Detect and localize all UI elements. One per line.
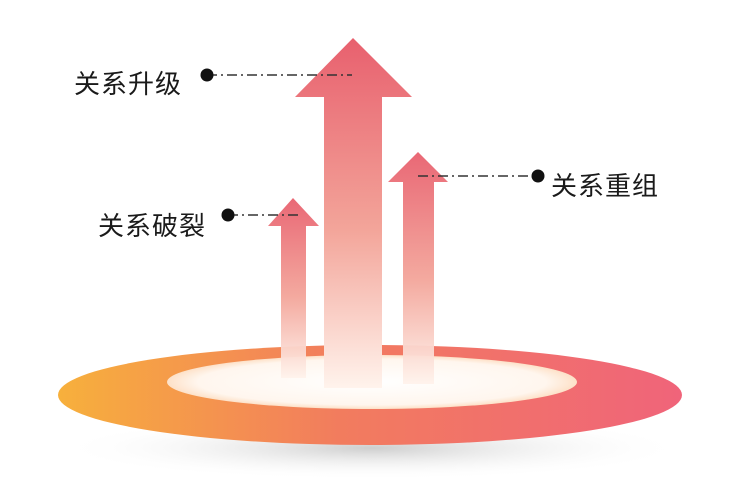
arrow-medium <box>388 152 448 384</box>
label-relationship-upgrade: 关系升级 <box>74 70 183 100</box>
leader-dot-regroup <box>531 169 545 183</box>
leader-dot-break <box>221 208 235 222</box>
label-relationship-breakup: 关系破裂 <box>98 212 207 242</box>
arrow-tall <box>295 38 412 388</box>
label-relationship-regroup: 关系重组 <box>551 172 660 202</box>
leader-dot-upgrade <box>200 68 214 82</box>
arrow-small <box>268 198 319 378</box>
